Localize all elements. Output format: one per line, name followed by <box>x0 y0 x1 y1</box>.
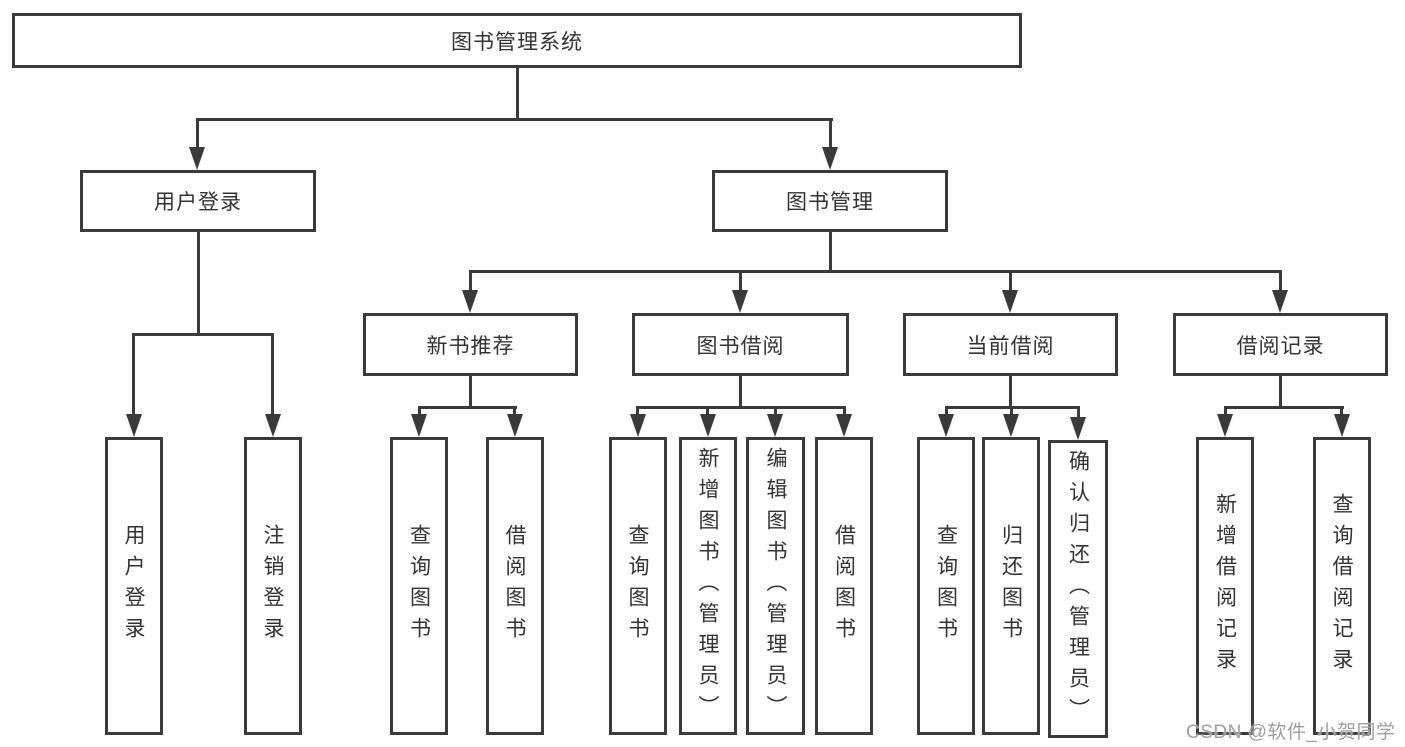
node-leaf-br-query-record-label: 查询借阅记录 <box>1330 493 1353 679</box>
node-root-label: 图书管理系统 <box>451 30 583 54</box>
arrow-down-icon <box>1070 417 1086 440</box>
node-leaf-br-query-record: 查询借阅记录 <box>1312 437 1371 735</box>
arrow-stem <box>1223 406 1227 416</box>
node-leaf-bb-add-book-admin: 新增图书（管理员） <box>678 437 737 735</box>
node-leaf-cb-confirm-return-admin: 确认归还（管理员） <box>1048 440 1108 738</box>
arrow-stem <box>271 333 274 414</box>
node-leaf-logout-label: 注销登录 <box>261 524 284 648</box>
arrow-down-icon <box>699 414 716 437</box>
node-leaf-cb-query-book-label: 查询图书 <box>934 524 958 648</box>
arrow-stem <box>842 406 846 416</box>
arrow-stem <box>468 270 472 291</box>
arrow-stem <box>944 406 948 416</box>
node-leaf-br-add-record: 新增借阅记录 <box>1196 437 1254 735</box>
node-leaf-bb-borrow-book-label: 借阅图书 <box>832 524 856 648</box>
connector-root-bar <box>195 118 833 121</box>
arrow-stem <box>195 118 199 149</box>
arrow-stem <box>1278 270 1282 291</box>
node-leaf-user-login: 用户登录 <box>104 437 163 735</box>
watermark: CSDN @软件_小贺同学 <box>1186 722 1396 743</box>
arrow-stem <box>738 270 742 291</box>
arrow-down-icon <box>462 290 478 313</box>
node-leaf-bb-edit-book-admin-label: 编辑图书（管理员） <box>764 446 787 726</box>
arrow-stem <box>132 333 135 414</box>
arrow-stem <box>1340 406 1343 416</box>
arrow-down-icon <box>767 414 783 437</box>
connector-book-mgmt-stem <box>828 232 832 271</box>
node-book-management-label: 图书管理 <box>786 191 874 214</box>
node-leaf-bb-add-book-admin-label: 新增图书（管理员） <box>696 446 719 726</box>
connector-root-stem <box>515 68 519 119</box>
arrow-stem <box>828 118 832 149</box>
arrow-down-icon <box>629 414 646 437</box>
arrow-down-icon <box>1003 414 1019 437</box>
arrow-down-icon <box>125 414 142 437</box>
node-new-book-recommend: 新书推荐 <box>363 313 578 376</box>
connector-bb-bar <box>636 406 846 409</box>
node-root: 图书管理系统 <box>12 13 1022 68</box>
node-leaf-bb-borrow-book: 借阅图书 <box>815 437 873 735</box>
node-leaf-bb-query-book-label: 查询图书 <box>626 524 649 648</box>
node-leaf-nb-query-book-label: 查询图书 <box>407 524 431 648</box>
connector-br-stem <box>1278 376 1282 409</box>
node-leaf-br-add-record-label: 新增借阅记录 <box>1213 493 1237 679</box>
arrow-stem <box>513 406 516 416</box>
node-leaf-cb-return-book-label: 归还图书 <box>999 524 1023 648</box>
node-leaf-cb-query-book: 查询图书 <box>917 437 975 735</box>
connector-cb-stem <box>1008 376 1012 409</box>
arrow-stem <box>773 406 777 416</box>
arrow-stem <box>1008 270 1012 291</box>
node-leaf-nb-borrow-book-label: 借阅图书 <box>503 524 526 648</box>
node-borrow-record: 借阅记录 <box>1173 313 1388 376</box>
node-borrow-record-label: 借阅记录 <box>1236 334 1325 358</box>
arrow-down-icon <box>411 414 427 437</box>
arrow-down-icon <box>1272 290 1288 313</box>
arrow-stem <box>636 406 639 416</box>
arrow-stem <box>706 406 709 416</box>
node-user-login: 用户登录 <box>80 170 316 232</box>
connector-user-login-stem <box>196 232 200 336</box>
node-leaf-bb-query-book: 查询图书 <box>608 437 667 735</box>
connector-user-login-bar <box>132 333 274 336</box>
arrow-down-icon <box>189 147 205 170</box>
node-leaf-nb-borrow-book: 借阅图书 <box>485 437 544 735</box>
node-leaf-cb-confirm-return-admin-label: 确认归还（管理员） <box>1066 449 1090 729</box>
node-current-borrow-label: 当前借阅 <box>966 334 1055 358</box>
node-new-book-recommend-label: 新书推荐 <box>426 334 515 358</box>
arrow-down-icon <box>1002 290 1018 313</box>
node-book-management: 图书管理 <box>712 170 948 232</box>
arrow-stem <box>1009 406 1013 416</box>
connector-nb-stem <box>468 376 472 409</box>
node-leaf-bb-edit-book-admin: 编辑图书（管理员） <box>746 437 805 735</box>
arrow-stem <box>417 406 421 416</box>
arrow-down-icon <box>822 147 838 170</box>
node-current-borrow: 当前借阅 <box>903 313 1118 376</box>
connector-bb-stem <box>738 376 742 409</box>
connector-br-bar <box>1223 406 1344 409</box>
node-book-borrow-label: 图书借阅 <box>696 334 785 358</box>
arrow-stem <box>1076 406 1080 418</box>
node-user-login-label: 用户登录 <box>154 191 242 214</box>
node-leaf-logout: 注销登录 <box>243 437 302 735</box>
node-book-borrow: 图书借阅 <box>632 313 849 376</box>
arrow-down-icon <box>506 414 523 437</box>
connector-book-mgmt-bar <box>468 270 1282 273</box>
connector-nb-bar <box>417 406 517 409</box>
arrow-down-icon <box>1217 414 1233 437</box>
arrow-down-icon <box>264 414 281 437</box>
arrow-down-icon <box>732 290 748 313</box>
node-leaf-nb-query-book: 查询图书 <box>390 437 448 735</box>
arrow-down-icon <box>1333 414 1350 437</box>
arrow-down-icon <box>836 414 852 437</box>
node-leaf-cb-return-book: 归还图书 <box>982 437 1040 735</box>
arrow-down-icon <box>938 414 954 437</box>
node-leaf-user-login-label: 用户登录 <box>122 524 145 648</box>
